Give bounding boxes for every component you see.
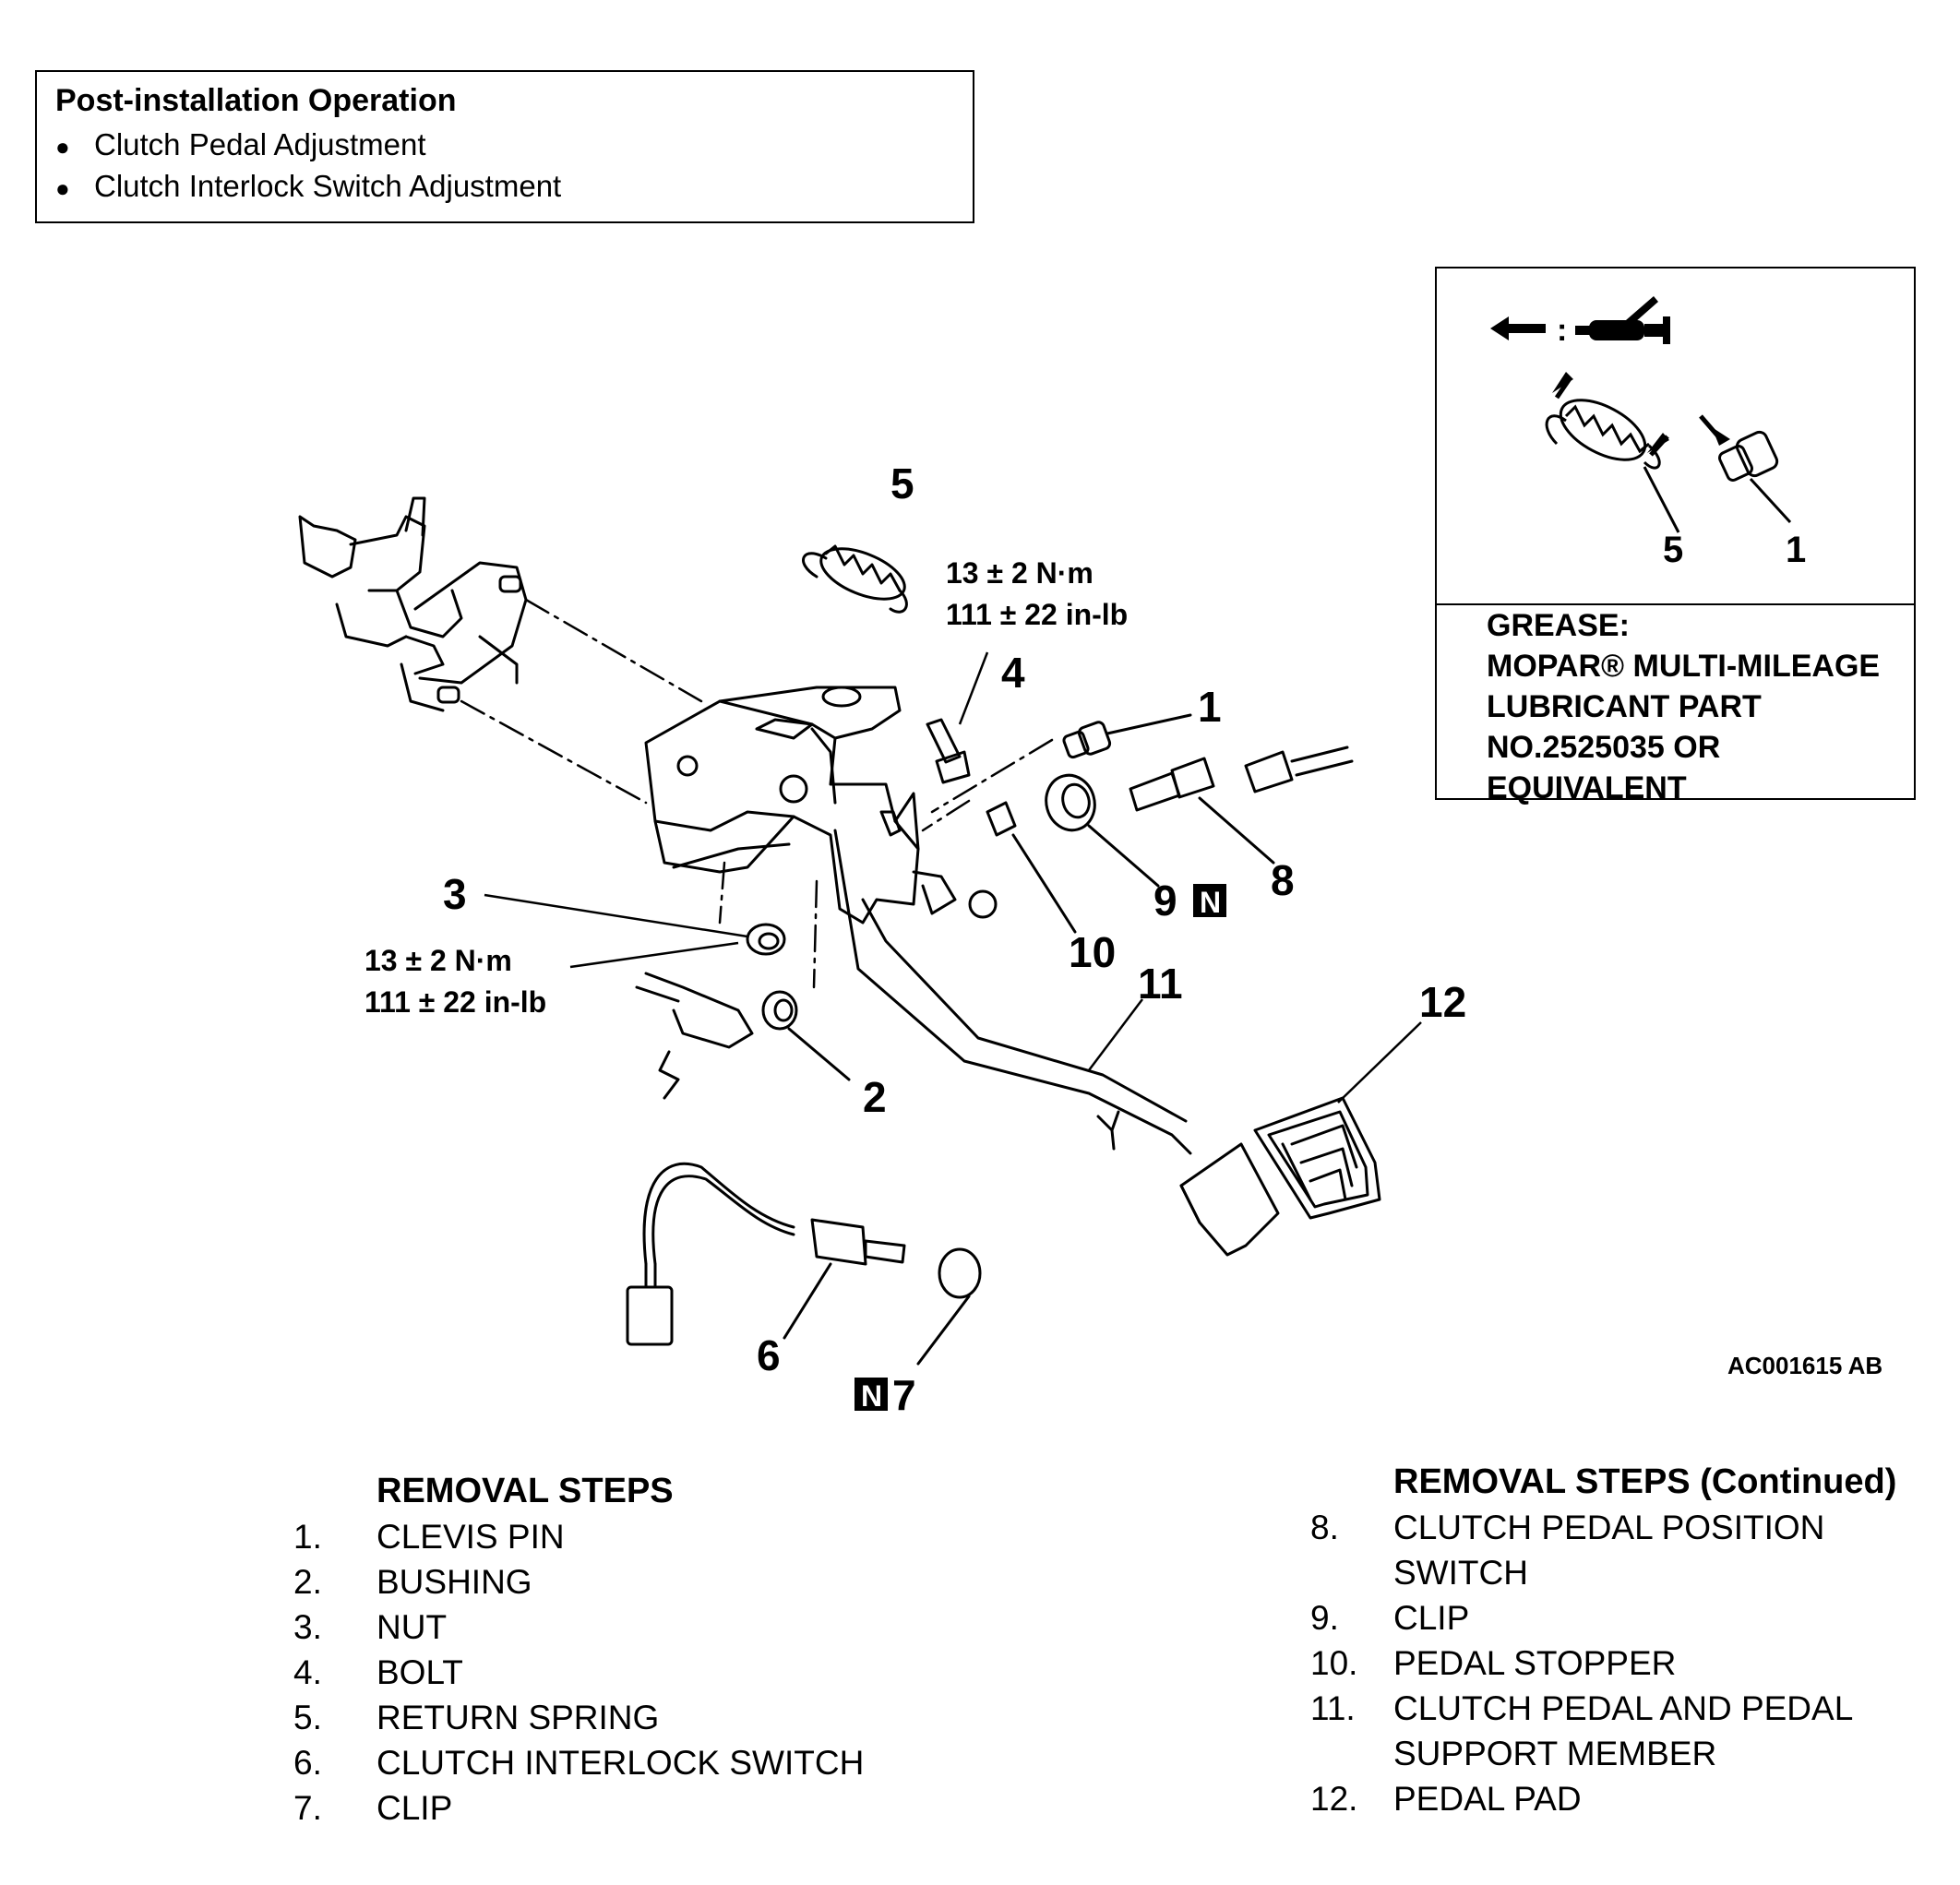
post-installation-item-label: Clutch Pedal Adjustment (94, 127, 426, 161)
step-number: 7. (293, 1789, 322, 1827)
step-number: 6. (293, 1744, 322, 1782)
post-installation-item: ● Clutch Pedal Adjustment (55, 127, 426, 162)
callout-1: 1 (1198, 683, 1222, 731)
callout-6: 6 (757, 1331, 781, 1379)
step-number: 4. (293, 1653, 322, 1691)
step-number: 9. (1310, 1599, 1339, 1637)
step-number: 1. (293, 1518, 322, 1556)
master-cylinder-illustration (298, 496, 528, 712)
callout-4: 4 (1001, 649, 1025, 697)
step-text: PEDAL STOPPER (1393, 1644, 1677, 1682)
arrow-left-icon (1490, 316, 1546, 340)
connector-illustration (1244, 746, 1354, 793)
callout-5: 5 (890, 459, 914, 507)
removal-steps-continued-title: REMOVAL STEPS (Continued) (1393, 1462, 1897, 1501)
grease-callout-5: 5 (1663, 530, 1683, 570)
pedal-stopper-illustration (986, 801, 1077, 934)
figure-code: AC001615 AB (1727, 1352, 1883, 1379)
bushing-illustration (761, 990, 851, 1081)
step-number: 5. (293, 1699, 322, 1736)
post-installation-item-label: Clutch Interlock Switch Adjustment (94, 169, 562, 203)
step-text: CLUTCH PEDAL AND PEDAL (1393, 1689, 1854, 1727)
removal-steps-title: REMOVAL STEPS (376, 1472, 674, 1510)
callout-12: 12 (1419, 978, 1466, 1026)
step-text: NUT (376, 1608, 448, 1646)
step-number: 12. (1310, 1780, 1358, 1818)
grease-box: : 5 1 GREASE: MO (1435, 267, 1916, 805)
grease-product: MOPAR® MULTI-MILEAGE (1487, 649, 1881, 684)
clip-9-illustration (1045, 773, 1160, 888)
n-badge: N (1193, 884, 1226, 919)
grease-divider (1437, 603, 1914, 605)
grease-callout-1: 1 (1786, 530, 1806, 570)
callout-11: 11 (1138, 960, 1183, 1008)
grease-label: GREASE: (1487, 608, 1630, 643)
step-number: 2. (293, 1563, 322, 1601)
callout-10: 10 (1069, 928, 1116, 976)
step-text: CLIP (1393, 1599, 1470, 1637)
torque-spec-nm: 13 ± 2 N·m (946, 556, 1094, 590)
step-text: SWITCH (1393, 1554, 1528, 1592)
step-text: CLIP (376, 1789, 453, 1827)
pedal-pad-installed-illustration (1179, 1142, 1280, 1257)
clutch-pedal-exploded-diagram: 5 4 1 8 9 10 11 12 3 2 6 7 N N 13 ± 2 N·… (298, 459, 1466, 1419)
callout-2: 2 (863, 1073, 887, 1121)
removal-steps-continued-list: 8. CLUTCH PEDAL POSITION SWITCH 9. CLIP … (1310, 1509, 1938, 1831)
pedal-support-bracket-illustration (644, 686, 920, 925)
post-installation-box: Post-installation Operation ● Clutch Peda… (35, 70, 974, 223)
bullet-icon: ● (55, 133, 70, 161)
removal-steps-list: 1. CLEVIS PIN 2. BUSHING 3. NUT 4. BOLT … (293, 1518, 1032, 1831)
bullet-icon: ● (55, 174, 70, 202)
clevis-pin-illustration (1718, 430, 1792, 524)
step-text: BOLT (376, 1653, 463, 1691)
step-number: 11. (1310, 1689, 1356, 1727)
nut-illustration (746, 923, 786, 956)
post-installation-item: ● Clutch Interlock Switch Adjustment (55, 169, 561, 204)
step-text: RETURN SPRING (376, 1699, 660, 1736)
step-text: CLEVIS PIN (376, 1518, 565, 1556)
torque-spec-nm: 13 ± 2 N·m (365, 944, 512, 977)
svg-text:N: N (1200, 886, 1221, 919)
clutch-pedal-arm-illustration (833, 829, 1192, 1155)
callout-3: 3 (443, 870, 467, 918)
clip-7-illustration (916, 1247, 982, 1366)
grease-part-line: LUBRICANT PART (1487, 689, 1762, 724)
step-text: SUPPORT MEMBER (1393, 1735, 1717, 1772)
grease-gun-icon (1575, 296, 1670, 344)
post-installation-title: Post-installation Operation (55, 83, 457, 118)
bolt-illustration (926, 718, 971, 784)
clutch-interlock-switch-illustration (626, 1162, 906, 1346)
grease-equivalent: EQUIVALENT (1487, 770, 1687, 805)
step-text: PEDAL PAD (1393, 1780, 1582, 1818)
svg-text:N: N (861, 1379, 882, 1413)
n-badge: N (855, 1378, 888, 1413)
clevis-pin-diagram-illustration (1062, 713, 1192, 759)
grease-illustration: : 5 1 (1490, 296, 1806, 570)
return-spring-illustration (1545, 399, 1680, 533)
callout-9: 9 (1153, 877, 1177, 925)
torque-spec-inlb: 111 ± 22 in-lb (365, 985, 546, 1019)
clevis-rod-illustration (635, 972, 754, 1100)
step-number: 8. (1310, 1509, 1339, 1546)
grease-part-number: NO.2525035 OR (1487, 730, 1721, 765)
callout-8: 8 (1271, 856, 1295, 904)
step-text: CLUTCH PEDAL POSITION (1393, 1509, 1825, 1546)
pedal-pad-illustration (1253, 1096, 1381, 1220)
legend-separator: : (1557, 313, 1567, 348)
step-number: 10. (1310, 1644, 1358, 1682)
return-spring-diagram-illustration (802, 544, 908, 614)
torque-spec-inlb: 111 ± 22 in-lb (946, 598, 1128, 631)
step-text: CLUTCH INTERLOCK SWITCH (376, 1744, 865, 1782)
clutch-pedal-position-switch-illustration (1129, 757, 1275, 865)
step-text: BUSHING (376, 1563, 532, 1601)
callout-7: 7 (892, 1371, 916, 1419)
step-number: 3. (293, 1608, 322, 1646)
